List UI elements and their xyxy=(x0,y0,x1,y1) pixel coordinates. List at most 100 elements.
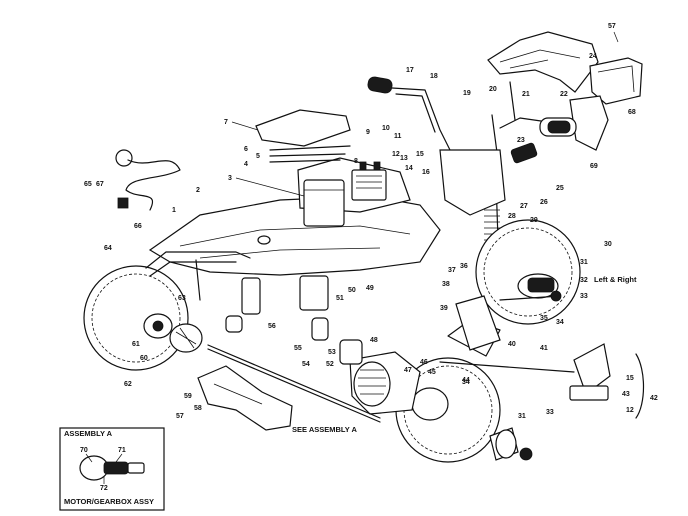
callout-58: 58 xyxy=(194,405,202,412)
vehicle-body xyxy=(148,195,441,276)
callout-64: 64 xyxy=(104,245,112,252)
hub-cap xyxy=(169,323,203,353)
callout-68: 68 xyxy=(628,109,636,116)
callout-56: 56 xyxy=(268,323,276,330)
callout-57-bottom: 57 xyxy=(176,413,184,420)
callout-17: 17 xyxy=(406,67,414,74)
callout-24-top: 24 xyxy=(589,53,597,60)
callout-52: 52 xyxy=(326,361,334,368)
rear-axle xyxy=(207,344,381,423)
callout-15: 15 xyxy=(416,151,424,158)
callout-13: 13 xyxy=(400,155,408,162)
callout-11: 11 xyxy=(394,133,402,140)
front-wheel xyxy=(475,219,581,325)
callout-1: 1 xyxy=(172,207,176,214)
assembly-a-inset: ASSEMBLY A 70 71 72 MOTOR/GEARBOX ASSY xyxy=(59,427,165,511)
callout-12: 12 xyxy=(392,151,400,158)
callout-25: 25 xyxy=(556,185,564,192)
callout-37: 37 xyxy=(448,267,456,274)
callout-10: 10 xyxy=(382,125,390,132)
callout-35: 35 xyxy=(540,315,548,322)
callout-6: 6 xyxy=(244,146,248,153)
callout-60: 60 xyxy=(140,355,148,362)
callout-30: 30 xyxy=(604,241,612,248)
callout-28: 28 xyxy=(508,213,516,220)
callout-44: 44 xyxy=(462,377,470,384)
handlebar xyxy=(367,76,577,161)
callout-22: 22 xyxy=(560,91,568,98)
callout-5: 5 xyxy=(256,153,260,160)
callout-51: 51 xyxy=(336,295,344,302)
callout-49: 49 xyxy=(366,285,374,292)
callout-61: 61 xyxy=(132,341,140,348)
see-assembly-note: SEE ASSEMBLY A xyxy=(292,425,357,434)
callout-9: 9 xyxy=(366,129,370,136)
callout-62: 62 xyxy=(124,381,132,388)
charger-cord xyxy=(115,149,181,211)
motor-mounts xyxy=(225,275,329,341)
nut xyxy=(519,447,533,461)
callout-36: 36 xyxy=(460,263,468,270)
inset-callout-71: 71 xyxy=(118,447,126,454)
callout-21: 21 xyxy=(522,91,530,98)
callout-63: 63 xyxy=(178,295,186,302)
bracket-rods xyxy=(269,145,351,163)
callout-53: 53 xyxy=(328,349,336,356)
callout-31-upper: 31 xyxy=(580,259,588,266)
callout-47: 47 xyxy=(404,367,412,374)
callout-19: 19 xyxy=(463,90,471,97)
inset-callout-70: 70 xyxy=(80,447,88,454)
inset-title: ASSEMBLY A xyxy=(64,429,113,438)
callout-16: 16 xyxy=(422,169,430,176)
callouts: 57 24 68 17 18 19 20 21 22 23 69 7 6 5 4… xyxy=(84,23,658,420)
callout-bracket xyxy=(635,353,645,419)
callout-34-upper: 34 xyxy=(556,319,564,326)
callout-43: 43 xyxy=(622,391,630,398)
callout-39: 39 xyxy=(440,305,448,312)
headlight-housing xyxy=(589,57,643,105)
callout-20: 20 xyxy=(489,86,497,93)
callout-65: 65 xyxy=(84,181,92,188)
callout-34-lower: 34 xyxy=(462,379,470,386)
callout-27: 27 xyxy=(520,203,528,210)
rear-right-wheel xyxy=(395,357,501,463)
callout-23: 23 xyxy=(517,137,525,144)
battery xyxy=(351,161,387,201)
wheel-bushing xyxy=(489,427,519,461)
cover-plate xyxy=(255,109,351,147)
callout-8: 8 xyxy=(354,158,358,165)
rear-left-wheel xyxy=(83,265,189,371)
inset-callout-72: 72 xyxy=(100,485,108,492)
callout-3: 3 xyxy=(228,175,232,182)
guard-rail xyxy=(145,251,251,301)
callout-66: 66 xyxy=(134,223,142,230)
callout-32: 32 xyxy=(580,277,588,284)
callout-12-lower: 12 xyxy=(626,407,634,414)
callout-26: 26 xyxy=(540,199,548,206)
callout-40: 40 xyxy=(508,341,516,348)
callout-29: 29 xyxy=(530,217,538,224)
callout-50: 50 xyxy=(348,287,356,294)
callout-46: 46 xyxy=(420,359,428,366)
callout-48: 48 xyxy=(370,337,378,344)
callout-69: 69 xyxy=(590,163,598,170)
callout-31-lower: 31 xyxy=(518,413,526,420)
front-axle xyxy=(499,290,562,302)
callout-2: 2 xyxy=(196,187,200,194)
pedal-assembly xyxy=(439,295,611,401)
callout-33-lower: 33 xyxy=(546,409,554,416)
callout-33-upper: 33 xyxy=(580,293,588,300)
callout-55: 55 xyxy=(294,345,302,352)
inset-caption: MOTOR/GEARBOX ASSY xyxy=(64,497,154,506)
callout-15-lower: 15 xyxy=(626,375,634,382)
callout-41: 41 xyxy=(540,345,548,352)
callout-57-top: 57 xyxy=(608,23,616,30)
windshield xyxy=(487,31,599,93)
callout-18: 18 xyxy=(430,73,438,80)
callout-42: 42 xyxy=(650,395,658,402)
callout-45: 45 xyxy=(428,369,436,376)
headlight-bracket xyxy=(569,95,609,151)
callout-7: 7 xyxy=(224,119,228,126)
callout-14: 14 xyxy=(405,165,413,172)
